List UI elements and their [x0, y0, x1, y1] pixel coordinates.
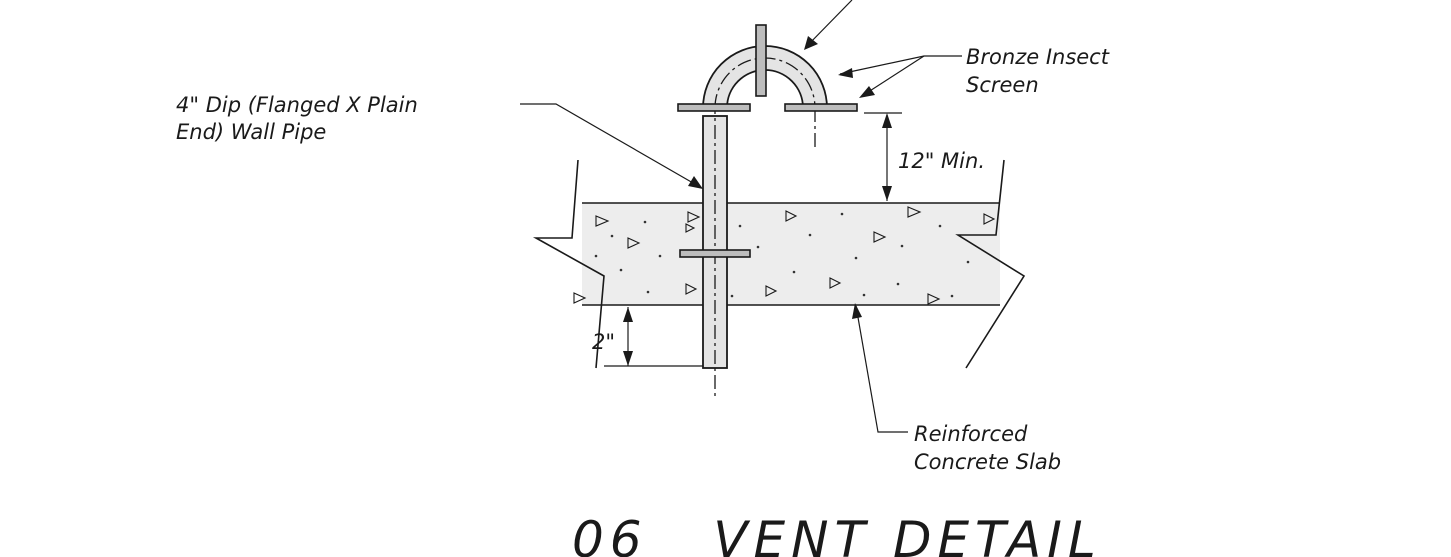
puddle-flange: [679, 249, 751, 258]
slab-label-1: Reinforced: [914, 422, 1028, 446]
insect-screen-leader: [838, 55, 962, 98]
insect-screen-label-2: Screen: [966, 73, 1039, 97]
wall-pipe-label-2: End) Wall Pipe: [176, 120, 326, 144]
bottom-projection-dimension: [604, 307, 703, 367]
detail-title: 06 VENT DETAIL: [572, 511, 1102, 557]
wall-pipe-label-1: 4" Dip (Flanged X Plain: [176, 93, 418, 117]
elbow-leader: [804, 0, 853, 50]
slab-label-2: Concrete Slab: [914, 450, 1061, 474]
concrete-aggregate-pattern: [573, 206, 996, 305]
wall-pipe-leader: [520, 103, 703, 189]
bottom-projection-label: 2": [592, 330, 615, 354]
slab-leader: [852, 303, 908, 433]
insect-screen-label-1: Bronze Insect: [966, 45, 1110, 69]
clearance-dimension: [864, 112, 902, 201]
left-break-line: [532, 159, 605, 369]
vent-elbow: [677, 24, 858, 148]
wall-pipe: [702, 100, 728, 398]
right-break-line: [955, 159, 1026, 369]
clearance-label: 12" Min.: [898, 149, 985, 173]
